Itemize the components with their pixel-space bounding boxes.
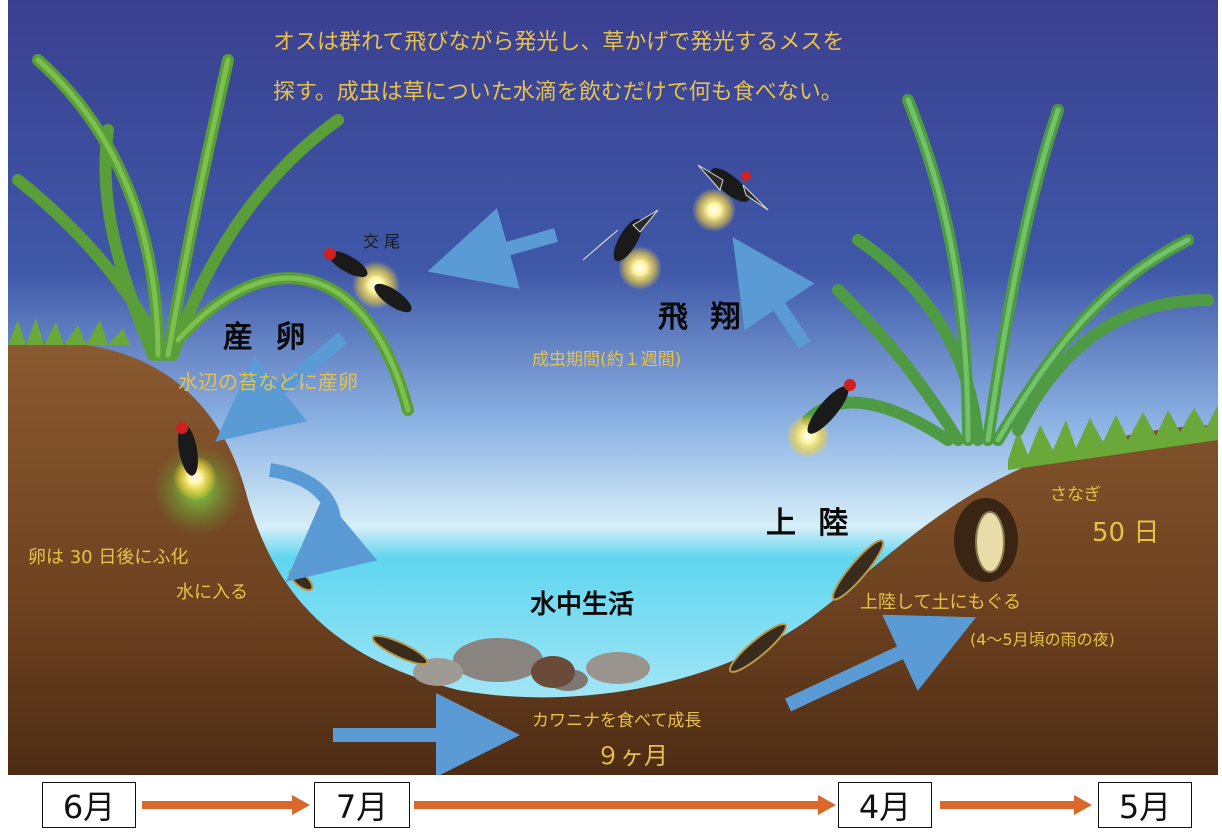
label-adult-period: 成虫期間(約１週間) — [532, 350, 682, 370]
timeline-arrow-3 — [940, 795, 1092, 815]
label-egg-laying: 産 卵 — [223, 320, 312, 355]
label-mating: 交 尾 — [363, 232, 401, 251]
timeline-arrow-2 — [414, 795, 836, 815]
label-pupa-days: 50 日 — [1092, 518, 1160, 548]
label-growth: カワニナを食べて成長 — [532, 711, 702, 731]
label-growth-period: ９ヶ月 — [596, 742, 668, 770]
label-egg-laying-note: 水辺の苔などに産卵 — [178, 370, 358, 394]
label-underwater: 水中生活 — [530, 590, 635, 620]
arrow-growth-to-burrow — [785, 614, 977, 712]
firefly-flying-2 — [692, 164, 769, 232]
firefly-laying — [173, 422, 217, 500]
firefly-mating — [324, 248, 412, 313]
month-box-april: 4月 — [838, 782, 932, 828]
label-enter-water: 水に入る — [176, 582, 248, 603]
scene-artwork — [8, 0, 1218, 775]
arrow-mating-to-laying — [215, 332, 348, 442]
label-burrow-time: (4～5月頃の雨の夜) — [970, 630, 1115, 649]
firefly-flying-1 — [582, 209, 662, 290]
grass-tufts — [8, 318, 1218, 470]
arrow-landing-to-flight — [732, 237, 815, 349]
caption-line-2: 探す。成虫は草についた水滴を飲むだけで何も食べない。 — [273, 80, 843, 105]
label-pupa: さなぎ — [1050, 485, 1101, 505]
pupa-chamber — [954, 498, 1018, 582]
month-box-july: 7月 — [314, 782, 410, 828]
cycle-arrows — [215, 208, 977, 775]
month-box-may: 5月 — [1098, 782, 1192, 828]
label-flight: 飛 翔 — [658, 300, 747, 335]
arrow-flight-to-mating — [427, 208, 558, 289]
lifecycle-illustration: オスは群れて飛びながら発光し、草かげで発光するメスを 探す。成虫は草についた水滴… — [8, 0, 1218, 775]
river-rocks — [413, 638, 650, 691]
caption-line-1: オスは群れて飛びながら発光し、草かげで発光するメスを — [273, 30, 845, 55]
label-landing: 上 陸 — [766, 506, 855, 541]
firefly-landing — [786, 379, 856, 458]
month-box-june: 6月 — [42, 782, 136, 828]
arrow-hatch-to-water — [268, 463, 378, 582]
label-hatch: 卵は 30 日後にふ化 — [28, 547, 189, 568]
label-burrow: 上陸して土にもぐる — [860, 592, 1022, 613]
timeline-arrow-1 — [142, 795, 310, 815]
